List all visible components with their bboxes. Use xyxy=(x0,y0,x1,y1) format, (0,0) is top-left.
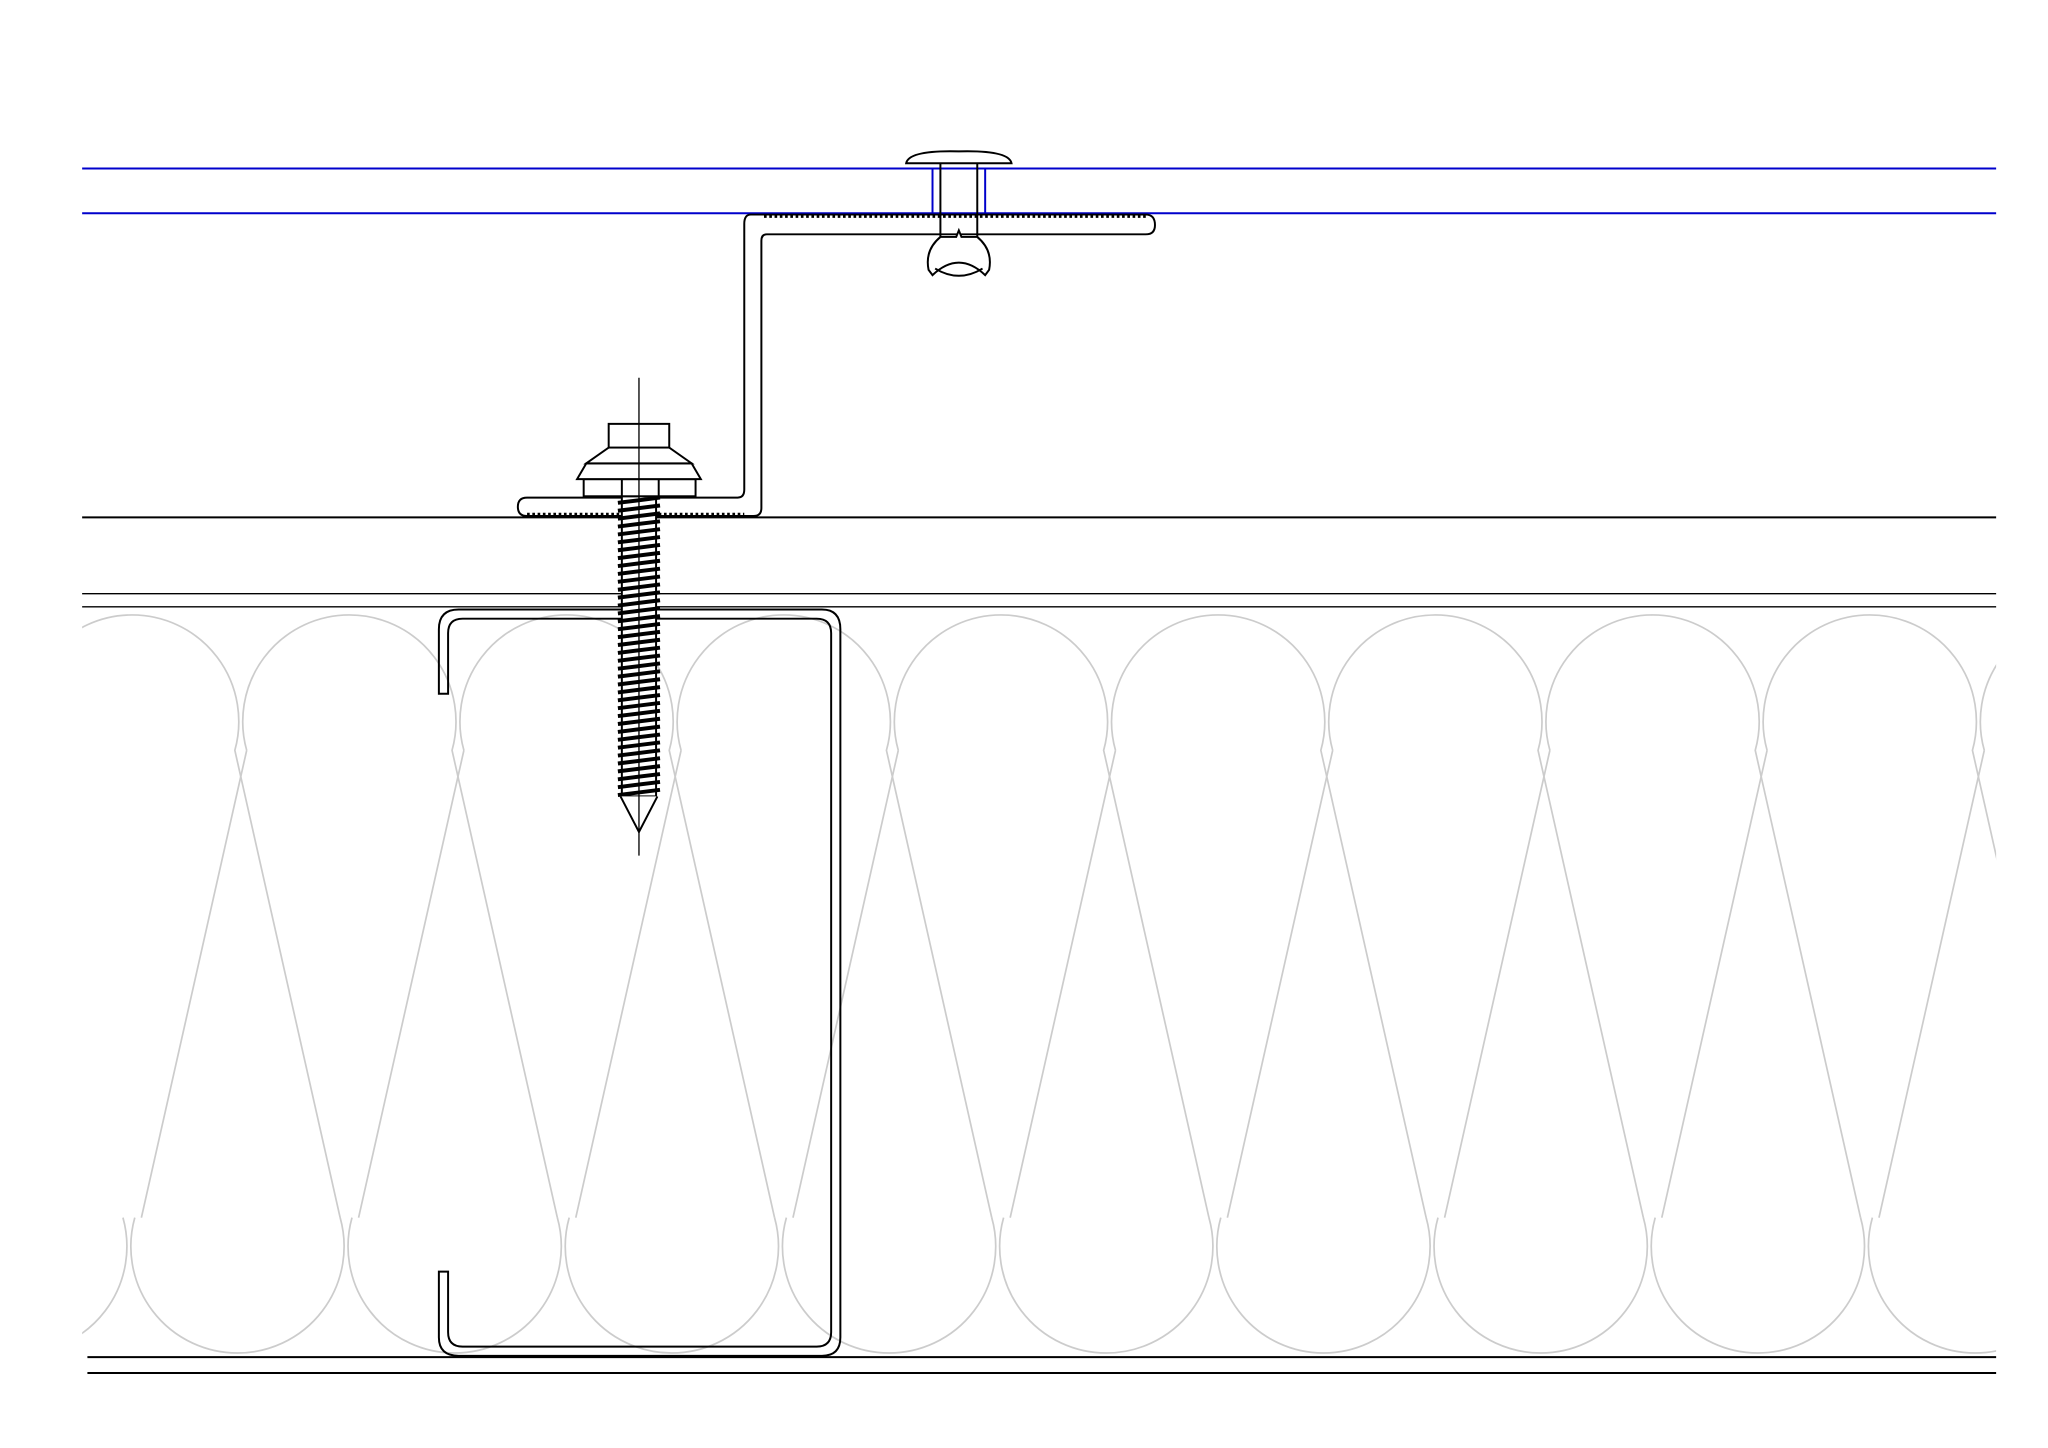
insulation-bottom-lobe xyxy=(82,1217,128,1335)
insulation-bottom-lobe xyxy=(1867,1217,1997,1354)
insulation-top-lobe xyxy=(140,614,559,1218)
insulation-top-lobe xyxy=(574,614,993,1218)
insulation-top-lobe xyxy=(792,614,1210,1218)
insulation-top-lobe xyxy=(1660,614,1997,1218)
insulation-top-lobe xyxy=(1878,664,1997,1218)
c-purlin xyxy=(437,608,842,1357)
insulation-top-lobe xyxy=(357,614,776,1218)
insulation-bottom-lobe xyxy=(347,1217,563,1354)
insulation-bottom-lobe xyxy=(564,1217,780,1354)
insulation-bottom-lobe xyxy=(1650,1217,1866,1354)
insulation-top-lobe xyxy=(1009,614,1427,1218)
z-bracket xyxy=(516,213,1156,518)
insulation-bottom-lobe xyxy=(1433,1217,1649,1354)
blind-rivet xyxy=(904,150,1013,277)
insulation-bottom-lobe xyxy=(998,1217,1214,1354)
insulation-top-lobe xyxy=(82,614,341,1218)
insulation-top-lobe xyxy=(1226,614,1645,1218)
self-drilling-screw xyxy=(575,377,703,856)
insulation-pattern xyxy=(82,614,1997,1354)
insulation-bottom-lobe xyxy=(781,1217,997,1354)
insulation-bottom-lobe xyxy=(1216,1217,1431,1354)
insulation-top-lobe xyxy=(1443,614,1862,1218)
insulation-bottom-lobe xyxy=(130,1217,345,1354)
